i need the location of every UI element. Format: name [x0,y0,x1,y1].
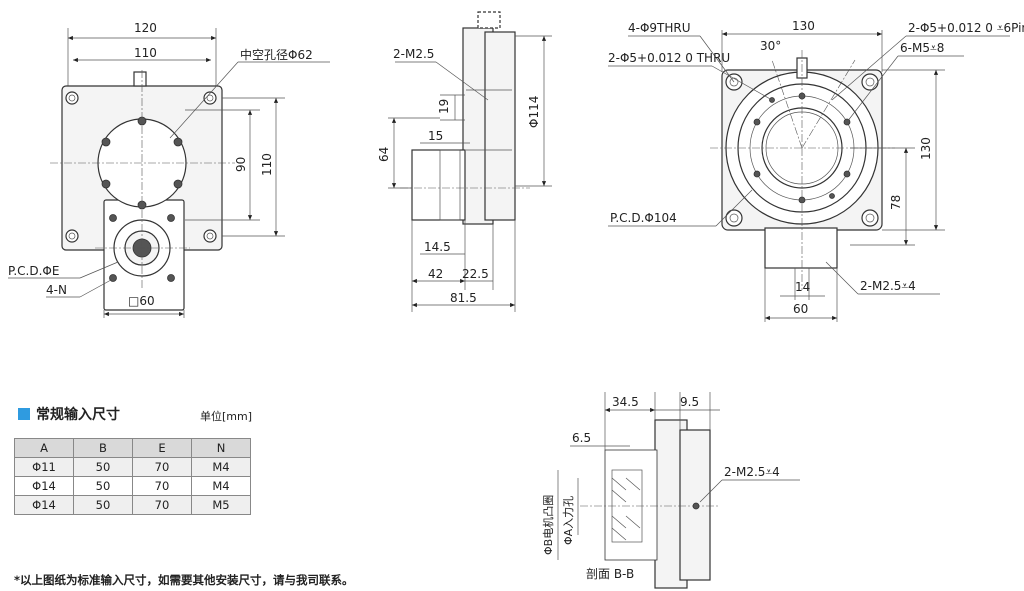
table-cell: 70 [132,495,192,515]
thru2-label: 2-Φ5+0.012 0 THRU [608,51,730,65]
table-row: Φ14 50 70 M4 [14,476,251,496]
table-row: Φ14 50 70 M5 [14,495,251,515]
hollow-label: 中空孔径Φ62 [240,47,313,62]
col-header-a: A [14,438,74,458]
dim-19: 19 [437,99,451,114]
side-view: 2-M2.5 19 15 64 Φ114 14.5 42 22.5 81.5 [377,11,552,312]
table-cell: 50 [73,495,133,515]
housing-side [484,31,516,221]
table-row: Φ11 50 70 M4 [14,457,251,477]
dim-14-5: 14.5 [424,240,451,254]
table-header-row: A B E N [14,438,251,458]
side-thread-label: 2-M2.5 [393,47,434,61]
dim-90: 90 [234,157,248,172]
table-unit: 单位[mm] [200,410,253,423]
table-cell: 70 [132,457,192,477]
key [133,71,147,87]
pcd104-label: P.C.D.Φ104 [610,211,677,225]
sec-thread-label: 2-M2.5⩡4 [724,465,780,479]
col-header-b: B [73,438,133,458]
table-cell: M4 [191,457,251,477]
table-title-text: 常规输入尺寸 [36,407,120,423]
front-view: 120 110 中空孔径Φ62 90 [8,21,330,318]
dim-110-v: 110 [260,153,274,176]
col-header-n: N [191,438,251,458]
col-header-e: E [132,438,192,458]
table-cell: M5 [191,495,251,515]
m5-label: 6-M5⩡8 [900,41,944,55]
thru-label: 4-Φ9THRU [628,21,691,35]
footnote: *以上图纸为标准输入尺寸，如需要其他安装尺寸，请与我司联系。 [14,573,354,587]
sec-dim-9-5: 9.5 [680,395,699,409]
table-cell: M4 [191,476,251,496]
top-dim-130-v: 130 [919,137,933,160]
top-dim-14: 14 [795,280,810,294]
title-marker-icon [18,408,30,420]
table-cell: Φ14 [14,495,74,515]
input-hole-label: ΦA入力孔 [562,496,575,545]
sec-dim-34-5: 34.5 [612,395,639,409]
dim-81-5: 81.5 [450,291,477,305]
section-adapter [604,449,658,561]
motor-boss-label: ΦB电机凸圈 [541,495,555,555]
top-thread-label: 2-M2.5⩡4 [860,279,916,293]
table-cell: Φ11 [14,457,74,477]
dim-110: 110 [134,46,157,60]
dim-114: Φ114 [527,96,541,128]
table-cell: 50 [73,476,133,496]
angle-label: 30° [760,39,781,53]
top-view: 130 4-Φ9THRU 2-Φ5+0.012 0 ⩡6Pin 30° 2-Φ5… [608,19,1024,322]
input-boss [764,227,838,269]
table-cell: 50 [73,457,133,477]
dim-120: 120 [134,21,157,35]
sec-dim-6-5: 6.5 [572,431,591,445]
pcd-e-label: P.C.D.ΦE [8,264,59,278]
table-cell: Φ14 [14,476,74,496]
dim-42: 42 [428,267,443,281]
top-dim-60: 60 [793,302,808,316]
section-label: 剖面 B-B [586,567,634,581]
motor-adapter-side [411,149,466,221]
table-cell: 70 [132,476,192,496]
dim-square-60: □60 [128,294,155,308]
section-view: 34.5 9.5 6.5 ΦB电机凸圈 ΦA入力孔 2-M2.5⩡4 剖面 B-… [541,392,800,589]
top-dim-78: 78 [889,195,903,210]
input-dimension-table: A B E N Φ11 50 70 M4 Φ14 50 70 M4 Φ14 50… [14,438,251,515]
dim-15: 15 [428,129,443,143]
pin-label: 2-Φ5+0.012 0 ⩡6Pin [908,21,1024,35]
dim-64: 64 [377,147,391,162]
dim-22-5: 22.5 [462,267,489,281]
table-title: 常规输入尺寸 [18,404,120,424]
bolt-n-label: 4-N [46,283,67,297]
top-dim-130: 130 [792,19,815,33]
